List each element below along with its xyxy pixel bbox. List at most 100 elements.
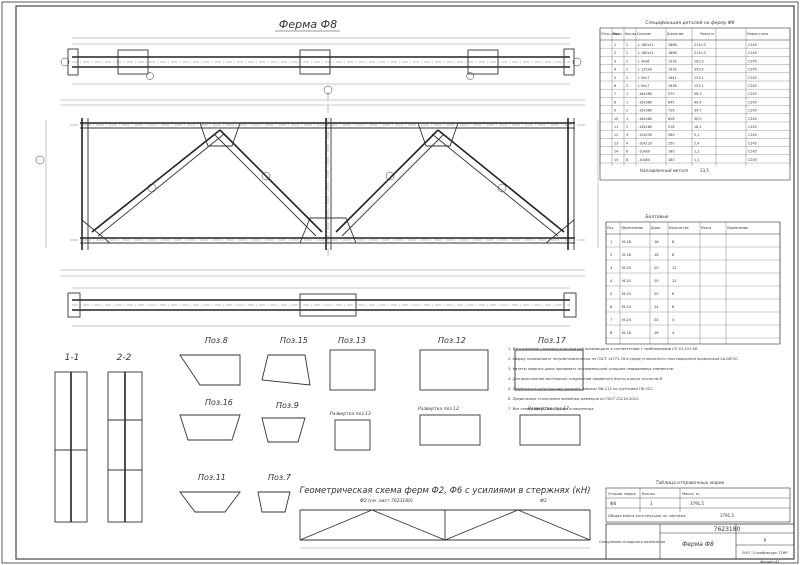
stamp-code: 7623180 <box>714 526 741 533</box>
total-label: Общая масса конструкции по чертежу <box>608 513 687 518</box>
bolt-cell: M-16 <box>622 253 632 257</box>
spec-header-4: Длина мм <box>667 32 684 36</box>
spec-cell: С245 <box>748 43 757 47</box>
bolt-cell: M-24 <box>622 305 632 309</box>
spec-cell: L 90x6 <box>638 59 649 63</box>
spec-cell: 5,1 <box>694 133 699 137</box>
bolt-cell: M-20 <box>622 279 632 283</box>
bolt-cell: 16 <box>654 240 659 244</box>
spec-cell: С245 <box>748 59 757 63</box>
spec-cell: -16x380 <box>638 109 652 113</box>
note-line: 7. Все отверстия Ø23мм, кроме оговоренны… <box>508 406 595 411</box>
spec-cell: 1868 <box>668 51 677 55</box>
stamp-object: Сооружение складского назначения <box>599 540 665 544</box>
pos-9-label: Поз.9 <box>276 401 299 410</box>
bolt-cell: 8 <box>672 240 675 244</box>
bolt-cell: 4 <box>672 331 675 335</box>
spec-cell: 2 <box>626 68 628 72</box>
spec-cell: 123,1 <box>694 76 704 80</box>
spec-cell: -10x230 <box>638 133 652 137</box>
spec-cell: 1 <box>614 43 616 47</box>
spec-cell: 970 <box>668 92 674 96</box>
unfold-13: Развертка поз.13 <box>330 411 371 417</box>
scheme-sub: Ф2 (см. лист 7623180) <box>360 498 413 504</box>
spec-cell: 40,4 <box>694 100 702 104</box>
note-line: 5. Поверхность конструкций окрасить эмал… <box>508 387 653 391</box>
spec-cell: 1016 <box>668 59 677 63</box>
bolt-header-2: Диам. <box>651 226 661 230</box>
bolt-header-0: Поз. <box>607 226 614 230</box>
bolt-cell: 4 <box>672 318 675 322</box>
spec-cell: 7 <box>614 92 616 96</box>
bolt-cell: 16 <box>654 331 659 335</box>
bolt-cell: 12 <box>672 266 677 270</box>
pos-7-label: Поз.7 <box>268 473 292 482</box>
spec-cell: 1,1 <box>694 150 699 154</box>
spec-cell: С245 <box>748 133 757 137</box>
pos-17-label: Поз.17 <box>538 336 567 345</box>
stamp-stage: Р <box>764 538 767 543</box>
note-line: 1. Изготовление стальных конструкций про… <box>508 347 698 351</box>
spec-header-2: Кол-во <box>625 32 636 36</box>
stamp-company: ООО "Стройресурс-ТОМ" <box>742 551 789 555</box>
spec-cell: 2 <box>626 109 628 113</box>
spec-cell: 163,3 <box>694 59 704 63</box>
spec-cell: 2 <box>626 84 628 88</box>
weld-value: 33,5 <box>700 168 709 173</box>
spec-cell: 4 <box>626 133 628 137</box>
spec-cell: С245 <box>748 84 757 88</box>
spec-cell: С245 <box>748 117 757 121</box>
main-title: Ферма Ф8 <box>279 18 337 31</box>
spec-cell: -16x380 <box>638 100 652 104</box>
note-line: 3. Катеты сварных швов принимать по наим… <box>508 367 674 371</box>
spec-cell: 2110,3 <box>694 51 706 55</box>
marks-h0: Отправ. марка <box>608 492 636 496</box>
spec-cell: 2 <box>626 76 628 80</box>
bolt-cell: 8 <box>610 331 613 335</box>
scheme-right: Ф3 <box>540 498 547 504</box>
spec-cell: 180 <box>668 158 674 162</box>
spec-cell: -10x80 <box>638 158 650 162</box>
bolt-cell: 6 <box>672 305 675 309</box>
spec-cell: 2,4 <box>694 141 699 145</box>
spec-cell: 2 <box>626 125 628 129</box>
spec-cell: С245 <box>748 100 757 104</box>
spec-cell: 4 <box>626 141 628 145</box>
top-chord-view: Ферма Ф8 <box>60 18 582 85</box>
spec-cell: 10 <box>614 117 618 121</box>
bolt-cell: 16 <box>654 253 659 257</box>
spec-cell: 3 <box>614 59 616 63</box>
spec-cell: L 125x8 <box>638 68 652 72</box>
spec-cell: С245 <box>748 92 757 96</box>
truss-table-title: Таблица отправочных марок <box>656 480 725 486</box>
spec-header-0: Отпр. марка <box>601 32 622 36</box>
bolt-cell: M-16 <box>622 240 632 244</box>
spec-cell: 180 <box>668 150 674 154</box>
note-line: 4. Для выполнения монтажных соединений п… <box>508 377 663 381</box>
spec-cell: С245 <box>748 68 757 72</box>
bolt-cell: M-20 <box>622 266 632 270</box>
marks-h1: Кол-во <box>642 492 655 496</box>
title-block: 7623180 Ферма Ф8 Сооружение складского н… <box>599 523 795 564</box>
bolt-cell: 5 <box>610 292 612 296</box>
bolt-header-5: Примечание <box>727 226 748 230</box>
spec-header-3: Сечение <box>637 32 651 36</box>
spec-cell: 1641 <box>668 76 677 80</box>
spec-cell: 15 <box>614 158 618 162</box>
spec-cell: 1 <box>626 100 628 104</box>
section-2-label: 2-2 <box>117 353 132 363</box>
bolt-cell: 8 <box>672 253 675 257</box>
spec-cell: 9 <box>614 109 616 113</box>
bolt-cell: 24 <box>654 305 659 309</box>
truss-elevation <box>35 85 599 277</box>
spec-cell: 12 <box>614 133 618 137</box>
spec-cell: 14 <box>614 150 618 154</box>
stamp-format: Формат А1 <box>760 560 779 564</box>
pos-13-label: Поз.13 <box>338 336 366 345</box>
spec-cell: 845 <box>668 100 674 104</box>
bolt-cell: M-24 <box>622 318 632 322</box>
marks-h2: Масса, кг <box>682 492 700 496</box>
spec-cell: С245 <box>748 141 757 145</box>
